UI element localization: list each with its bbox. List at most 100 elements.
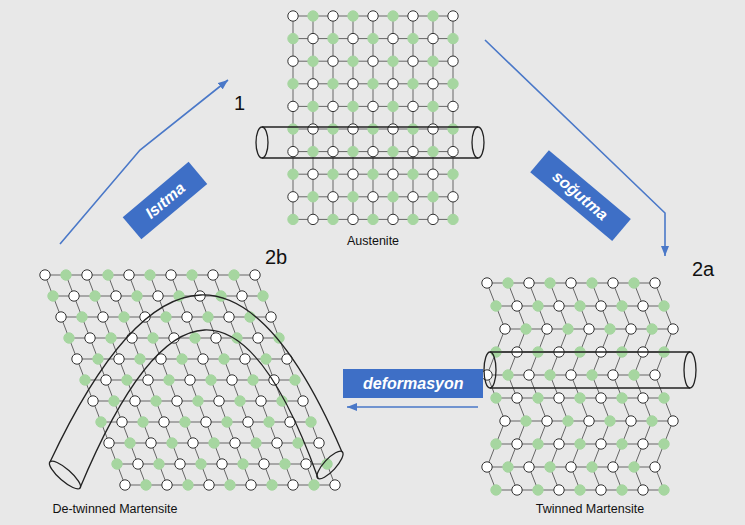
- lattice-atom: [308, 79, 318, 89]
- lattice-atom: [408, 169, 418, 179]
- lattice-atom: [668, 324, 678, 334]
- lattice-atom: [388, 101, 398, 111]
- lattice-atom: [153, 291, 163, 301]
- lattice-atom: [266, 312, 276, 322]
- lattice-atom: [542, 416, 552, 426]
- lattice-atom: [448, 146, 458, 156]
- lattice-atom: [261, 354, 271, 364]
- lattice-atom: [587, 462, 597, 472]
- lattice-atom: [225, 480, 235, 490]
- lattice-atom: [124, 270, 134, 280]
- lattice-atom: [659, 393, 669, 403]
- callout-number: 2a: [692, 258, 714, 281]
- lattice-atom: [219, 354, 229, 364]
- lattice-atom: [109, 396, 119, 406]
- lattice-atom: [330, 480, 340, 490]
- lattice-atom: [277, 396, 287, 406]
- lattice-atom: [48, 291, 58, 301]
- lattice-atom: [224, 312, 234, 322]
- lattice-atom: [245, 312, 255, 322]
- lattice-atom: [288, 33, 298, 43]
- lattice-atom: [243, 417, 253, 427]
- lattice-atom: [290, 375, 300, 385]
- lattice-atom: [659, 301, 669, 311]
- lattice-atom: [308, 214, 318, 224]
- lattice-atom: [368, 56, 378, 66]
- lattice-atom: [328, 214, 338, 224]
- lattice-atom: [575, 301, 585, 311]
- lattice-atom: [408, 79, 418, 89]
- lattice-atom: [172, 396, 182, 406]
- lattice-atom: [521, 324, 531, 334]
- twinned-lattice: [482, 278, 678, 495]
- lattice-atom: [503, 462, 513, 472]
- lattice-atom: [264, 417, 274, 427]
- lattice-atom: [448, 124, 458, 134]
- lattice-atom: [154, 459, 164, 469]
- lattice-atom: [280, 459, 290, 469]
- lattice-atom: [229, 270, 239, 280]
- lattice-atom: [428, 124, 438, 134]
- lattice-atom: [587, 278, 597, 288]
- lattice-atom: [127, 333, 137, 343]
- lattice-atom: [566, 462, 576, 472]
- lattice-atom: [596, 485, 606, 495]
- lattice-atom: [448, 192, 458, 202]
- lattice-atom: [408, 124, 418, 134]
- lattice-atom: [482, 462, 492, 472]
- lattice-atom: [388, 146, 398, 156]
- lattice-atom: [161, 312, 171, 322]
- lattice-atom: [563, 416, 573, 426]
- lattice-atom: [368, 169, 378, 179]
- lattice-atom: [650, 278, 660, 288]
- lattice-atom: [368, 146, 378, 156]
- lattice-atom: [166, 270, 176, 280]
- lattice-atom: [428, 56, 438, 66]
- lattice-atom: [328, 169, 338, 179]
- state-panel: 2bDe-twinned Martensite: [35, 244, 347, 520]
- lattice-atom: [259, 459, 269, 469]
- lattice-atom: [388, 192, 398, 202]
- lattice-atom: [428, 214, 438, 224]
- lattice-atom: [308, 33, 318, 43]
- lattice-atom: [512, 485, 522, 495]
- lattice-atom: [348, 56, 358, 66]
- lattice-atom: [368, 214, 378, 224]
- lattice-atom: [308, 11, 318, 21]
- lattice-atom: [368, 79, 378, 89]
- lattice-atom: [204, 480, 214, 490]
- lattice-atom: [77, 312, 87, 322]
- lattice-atom: [187, 270, 197, 280]
- lattice-atom: [596, 301, 606, 311]
- lattice-atom: [617, 393, 627, 403]
- process-label-box: Isıtma: [123, 161, 208, 239]
- lattice-atom: [348, 124, 358, 134]
- lattice-atom: [106, 333, 116, 343]
- state-panel: 2aTwinned Martensite: [478, 256, 722, 521]
- lattice-atom: [617, 301, 627, 311]
- lattice-atom: [193, 396, 203, 406]
- lattice-atom: [288, 480, 298, 490]
- lattice-atom: [605, 324, 615, 334]
- lattice-atom: [596, 393, 606, 403]
- lattice-atom: [608, 462, 618, 472]
- lattice-atom: [177, 354, 187, 364]
- lattice-atom: [253, 333, 263, 343]
- lattice-atom: [533, 439, 543, 449]
- lattice-atom: [111, 291, 121, 301]
- lattice-atom: [162, 480, 172, 490]
- lattice-atom: [428, 101, 438, 111]
- lattice-atom: [533, 393, 543, 403]
- lattice-atom: [617, 485, 627, 495]
- lattice-atom: [306, 417, 316, 427]
- lattice-atom: [93, 354, 103, 364]
- lattice-atom: [125, 438, 135, 448]
- lattice-atom: [626, 324, 636, 334]
- lattice-atom: [638, 393, 648, 403]
- lattice-atom: [512, 393, 522, 403]
- lattice-atom: [72, 354, 82, 364]
- lattice-atom: [240, 354, 250, 364]
- lattice-atom: [388, 79, 398, 89]
- lattice-atom: [180, 417, 190, 427]
- lattice-atom: [148, 333, 158, 343]
